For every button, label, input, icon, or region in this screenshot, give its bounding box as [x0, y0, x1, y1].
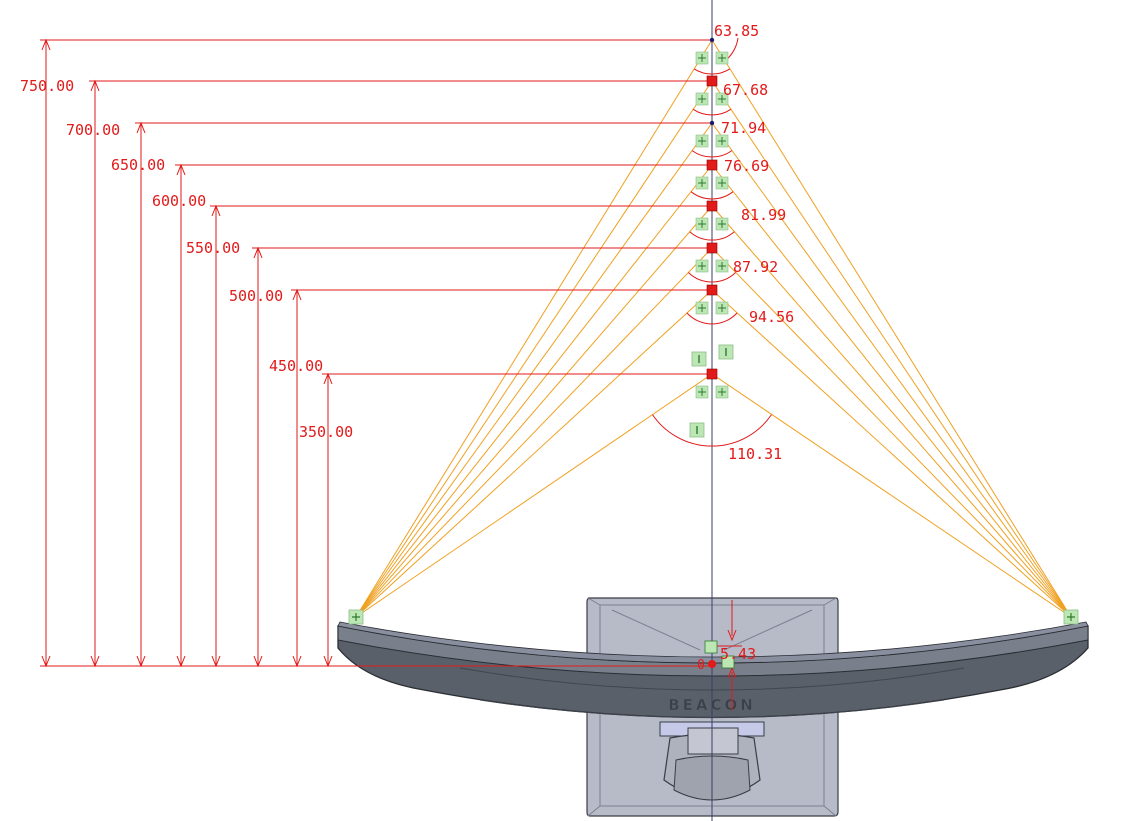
sight-line-right-4: [711, 205, 1072, 618]
arrow-top-3: [176, 163, 186, 176]
angle-arc-7: [652, 414, 772, 447]
constraint-cross-4-1: [718, 220, 726, 228]
small-dimension-label: 5.43: [720, 645, 756, 663]
sight-line-left-0: [355, 39, 713, 618]
angle-label-110-31: 110.31: [728, 445, 782, 463]
angle-arc-3: [690, 191, 734, 200]
apex-point-5: [706, 242, 718, 254]
constraint-cross-2-1: [718, 137, 726, 145]
constraint-cross-6-0: [698, 304, 706, 312]
small-center-dimension: 5.43 0: [697, 600, 756, 710]
constraint-cross-1-0: [698, 95, 706, 103]
angle-arc-6: [686, 312, 738, 325]
constraint-cross-7-1: [718, 388, 726, 396]
angle-label-76-69: 76.69: [724, 157, 769, 175]
angle-arc-5: [688, 272, 736, 283]
constraint-cross-3-0: [698, 179, 706, 187]
apex-dot-2: [709, 120, 715, 126]
sight-line-left-2: [355, 122, 713, 618]
apex-point-1: [706, 75, 718, 87]
apex-dot-0: [709, 37, 715, 43]
height-label-650: 650.00: [111, 156, 165, 174]
constraint-cross-3-1: [718, 179, 726, 187]
right-edge-marker: [1063, 609, 1079, 625]
angle-label-71-94: 71.94: [721, 119, 766, 137]
constraint-cross-2-0: [698, 137, 706, 145]
sight-line-left-6: [355, 289, 713, 618]
angle-label-67-68: 67.68: [723, 81, 768, 99]
sight-line-left-1: [355, 80, 713, 618]
angle-arcs: [652, 37, 772, 447]
height-label-350: 350.00: [299, 423, 353, 441]
arrow-top-0: [41, 38, 51, 51]
angle-arc-1: [692, 108, 732, 116]
angle-arc-0: [693, 68, 731, 75]
apex-markers: [695, 37, 729, 399]
constraint-cross-5-1: [718, 262, 726, 270]
sight-line-left-5: [355, 247, 713, 618]
sight-line-right-5: [711, 247, 1072, 618]
apex-point-7: [706, 368, 718, 380]
left-edge-marker: [348, 609, 364, 625]
constraint-cross-0-1: [718, 54, 726, 62]
angle-label-94-56: 94.56: [749, 308, 794, 326]
sight-line-left-7: [355, 373, 713, 618]
angle-label-63-85: 63.85: [714, 22, 759, 40]
angle-arc-4: [689, 231, 735, 241]
height-label-450: 450.00: [269, 357, 323, 375]
sight-line-left-3: [355, 164, 713, 618]
arrow-top-4: [211, 204, 221, 217]
arrow-top-5: [253, 246, 263, 259]
angle-label-81-99: 81.99: [741, 206, 786, 224]
height-dimensions: [40, 38, 712, 668]
arrow-top-6: [292, 288, 302, 301]
angle-labels: 63.85 67.68 71.94 76.69 81.99 87.92 94.5…: [714, 22, 794, 463]
height-label-600: 600.00: [152, 192, 206, 210]
curved-monitor: BEACON: [337, 621, 1089, 719]
height-label-700: 700.00: [66, 121, 120, 139]
constraint-cross-7-0: [698, 388, 706, 396]
apex-point-4: [706, 200, 718, 212]
arrow-top-7: [323, 372, 333, 385]
constraint-cross-1-1: [718, 95, 726, 103]
sight-line-right-0: [711, 39, 1072, 618]
sight-line-right-1: [711, 80, 1072, 618]
constraint-cross-5-0: [698, 262, 706, 270]
constraint-cross-0-0: [698, 54, 706, 62]
height-label-750: 750.00: [20, 77, 74, 95]
sight-line-right-3: [711, 164, 1072, 618]
height-labels: 750.00 700.00 650.00 600.00 550.00 500.0…: [20, 77, 353, 441]
sight-line-right-6: [711, 289, 1072, 618]
sight-line-right-7: [711, 373, 1072, 618]
sight-line-left-4: [355, 205, 713, 618]
anchor-point-label: 0: [697, 658, 705, 673]
apex-point-3: [706, 159, 718, 171]
vertical-constraint-markers: [689, 344, 734, 438]
height-label-500: 500.00: [229, 287, 283, 305]
angle-arc-2: [691, 150, 733, 158]
constraint-cross-6-1: [718, 304, 726, 312]
apex-point-6: [706, 284, 718, 296]
constraint-cross-4-0: [698, 220, 706, 228]
sight-lines: [355, 39, 1072, 618]
angle-label-87-92: 87.92: [733, 258, 778, 276]
height-label-550: 550.00: [186, 239, 240, 257]
arrow-top-2: [136, 121, 146, 134]
arrow-top-1: [90, 79, 100, 92]
sight-line-right-2: [711, 122, 1072, 618]
